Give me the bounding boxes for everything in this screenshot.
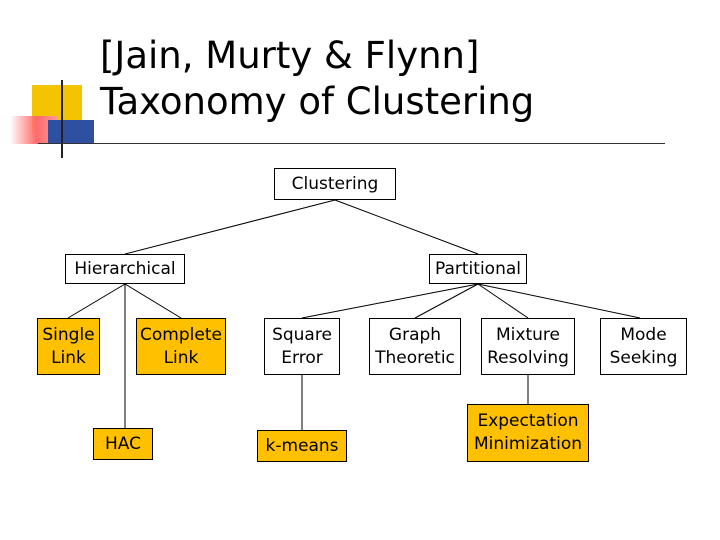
node-graph-theoretic-line-2: Theoretic: [375, 347, 455, 368]
node-complete-link-line-1: Complete: [140, 324, 222, 345]
node-square-error: Square Error: [264, 318, 340, 375]
decorative-vertical-rule: [61, 80, 63, 158]
edge-root-hierarchical: [124, 199, 336, 255]
decorative-blue-square: [48, 120, 94, 144]
node-hac: HAC: [93, 428, 153, 460]
node-hierarchical: Hierarchical: [65, 254, 185, 284]
edge-hierarchical-complete-link: [124, 283, 182, 319]
node-expectation-minimization: Expectation Minimization: [467, 404, 589, 462]
slide-title-line-1: [Jain, Murty & Flynn]: [100, 34, 480, 77]
node-hac-label: HAC: [105, 433, 141, 454]
edge-partitional-graph-theoretic: [414, 283, 479, 319]
node-complete-link-line-2: Link: [163, 347, 199, 368]
node-partitional: Partitional: [429, 254, 527, 284]
node-single-link-line-1: Single: [42, 324, 95, 345]
node-expectation-minimization-line-1: Expectation: [477, 411, 579, 431]
node-complete-link: Complete Link: [136, 318, 226, 375]
edge-hierarchical-single-link: [67, 283, 126, 319]
node-graph-theoretic-line-1: Graph: [388, 324, 442, 345]
edge-partitional-mixture-resolving: [477, 283, 529, 319]
node-expectation-minimization-line-2: Minimization: [473, 434, 583, 454]
node-hierarchical-label: Hierarchical: [74, 258, 176, 279]
node-clustering-label: Clustering: [291, 173, 379, 194]
node-k-means: k-means: [257, 430, 347, 462]
edge-root-partitional: [334, 199, 479, 255]
node-mode-seeking-line-2: Seeking: [609, 347, 678, 368]
node-mixture-resolving: Mixture Resolving: [481, 318, 575, 375]
slide-title-line-2: Taxonomy of Clustering: [100, 80, 535, 123]
edge-partitional-mode-seeking: [477, 283, 641, 319]
node-single-link: Single Link: [37, 318, 100, 375]
node-mixture-resolving-line-2: Resolving: [487, 347, 569, 368]
node-single-link-line-2: Link: [51, 347, 86, 368]
node-square-error-line-1: Square: [272, 324, 332, 345]
node-mixture-resolving-line-1: Mixture: [496, 324, 560, 345]
edge-partitional-square-error: [301, 283, 479, 319]
node-graph-theoretic: Graph Theoretic: [369, 318, 461, 375]
node-clustering: Clustering: [274, 168, 396, 200]
title-underline-rule: [38, 143, 665, 144]
node-square-error-line-2: Error: [281, 347, 323, 368]
slide-title: [Jain, Murty & Flynn] Taxonomy of Cluste…: [100, 33, 534, 125]
node-partitional-label: Partitional: [435, 258, 521, 279]
node-k-means-label: k-means: [265, 435, 339, 456]
node-mode-seeking-line-1: Mode: [620, 324, 667, 345]
node-mode-seeking: Mode Seeking: [600, 318, 687, 375]
